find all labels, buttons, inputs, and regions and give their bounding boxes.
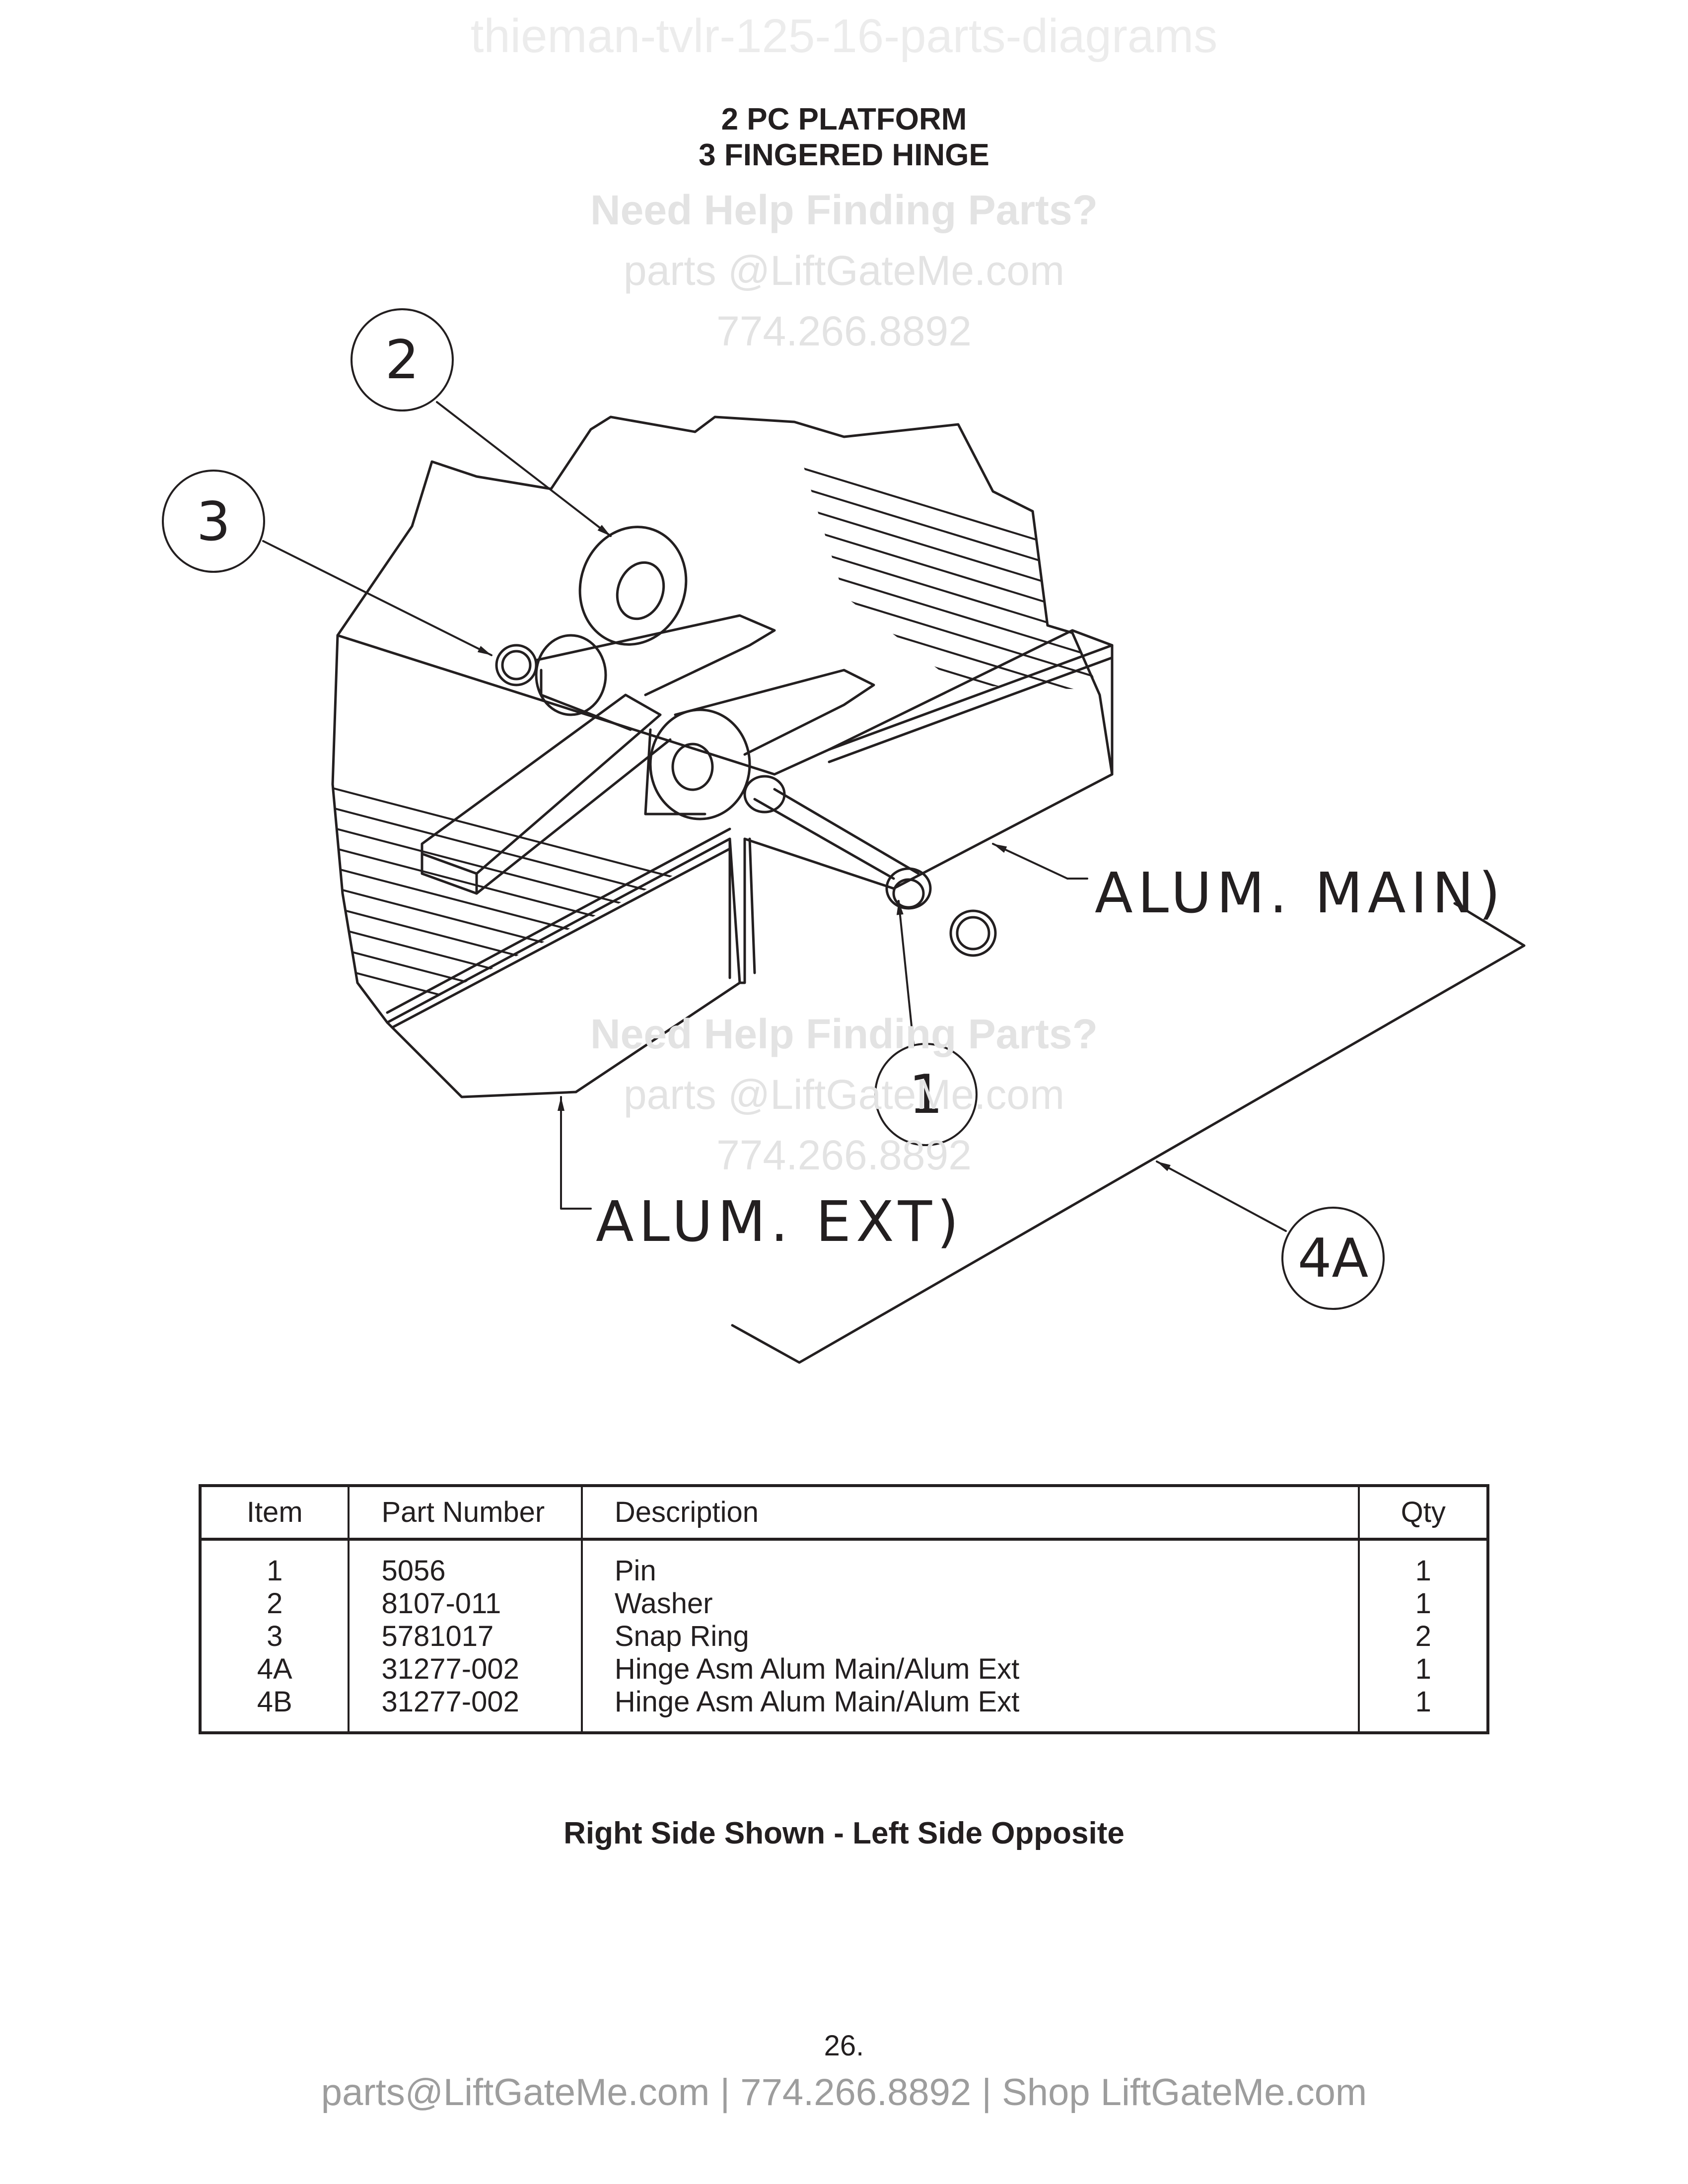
page-title: 2 PC PLATFORM 3 FINGERED HINGE bbox=[0, 102, 1688, 173]
watermark-help-top: Need Help Finding Parts? parts @LiftGate… bbox=[0, 180, 1688, 361]
assembly-bracket bbox=[731, 902, 1526, 1364]
table-spacer bbox=[200, 1539, 1488, 1555]
title-line-2: 3 FINGERED HINGE bbox=[699, 138, 989, 172]
alum-ext-label: ALUM. EXT) bbox=[558, 1096, 964, 1254]
hinge-knuckles bbox=[535, 634, 751, 820]
callout-3: 3 bbox=[162, 470, 492, 656]
table-row: 3 5781017 Snap Ring 2 bbox=[200, 1620, 1488, 1653]
footer-contact: parts@LiftGateMe.com | 774.266.8892 | Sh… bbox=[321, 2071, 1367, 2114]
cell-description: Snap Ring bbox=[581, 1620, 1360, 1653]
cell-item: 3 bbox=[200, 1620, 350, 1653]
watermark-top: thieman-tvlr-125-16-parts-diagrams bbox=[470, 9, 1218, 63]
cell-qty: 1 bbox=[1415, 1555, 1431, 1587]
table-row: 1 5056 Pin 1 bbox=[200, 1555, 1488, 1587]
watermark-help-phone: 774.266.8892 bbox=[716, 308, 972, 354]
alum-ext-text: ALUM. EXT) bbox=[596, 1190, 964, 1254]
cell-description: Hinge Asm Alum Main/Alum Ext bbox=[581, 1686, 1360, 1733]
pin bbox=[743, 775, 932, 910]
header-description: Description bbox=[581, 1486, 1360, 1541]
table-row: 2 8107-011 Washer 1 bbox=[200, 1587, 1488, 1620]
platform-outline bbox=[331, 415, 1114, 1098]
hinge-diagram: 2 3 1 4A ALUM. MAIN) ALUM. EXT) bbox=[162, 308, 1526, 1364]
header-item: Item bbox=[200, 1486, 350, 1541]
cell-description: Hinge Asm Alum Main/Alum Ext bbox=[581, 1653, 1360, 1686]
callout-2-label: 2 bbox=[385, 329, 420, 391]
watermark-help-email-2: parts @LiftGateMe.com bbox=[623, 1071, 1065, 1118]
washer bbox=[578, 526, 688, 646]
callout-4a: 4A bbox=[1156, 1160, 1385, 1310]
parts-table-header: Item Part Number Description Qty bbox=[200, 1486, 1488, 1541]
callout-3-label: 3 bbox=[197, 491, 231, 553]
cell-part-number: 5056 bbox=[349, 1555, 583, 1587]
alum-main-text: ALUM. MAIN) bbox=[1095, 861, 1505, 926]
alum-ext-beam bbox=[386, 827, 756, 1093]
cell-item: 4B bbox=[200, 1686, 350, 1733]
side-note: Right Side Shown - Left Side Opposite bbox=[563, 1816, 1125, 1850]
cell-qty: 1 bbox=[1415, 1587, 1431, 1620]
title-line-1: 2 PC PLATFORM bbox=[721, 102, 967, 136]
cell-part-number: 5781017 bbox=[349, 1620, 583, 1653]
table-row: 4A 31277-002 Hinge Asm Alum Main/Alum Ex… bbox=[200, 1653, 1488, 1686]
callout-1-label: 1 bbox=[909, 1064, 943, 1126]
watermark-help-email: parts @LiftGateMe.com bbox=[623, 247, 1065, 294]
cell-qty: 1 bbox=[1415, 1686, 1431, 1718]
parts-table: Item Part Number Description Qty 1 5056 … bbox=[199, 1484, 1489, 1734]
watermark-help-heading-2: Need Help Finding Parts? bbox=[590, 1011, 1098, 1057]
callout-2: 2 bbox=[351, 308, 612, 537]
cell-item: 4A bbox=[200, 1653, 350, 1686]
cell-part-number: 31277-002 bbox=[349, 1653, 583, 1686]
cell-description: Pin bbox=[581, 1555, 1360, 1587]
callout-1: 1 bbox=[874, 900, 978, 1146]
alum-main-beam bbox=[336, 629, 1114, 979]
cell-description: Washer bbox=[581, 1587, 1360, 1620]
header-qty: Qty bbox=[1359, 1486, 1488, 1541]
cell-part-number: 31277-002 bbox=[349, 1686, 583, 1733]
cell-item: 1 bbox=[200, 1555, 350, 1587]
header-part-number: Part Number bbox=[349, 1486, 583, 1541]
table-row: 4B 31277-002 Hinge Asm Alum Main/Alum Ex… bbox=[200, 1686, 1488, 1733]
cell-qty: 2 bbox=[1415, 1620, 1431, 1652]
callout-4a-label: 4A bbox=[1298, 1228, 1369, 1290]
page-number: 26. bbox=[824, 2030, 864, 2062]
alum-main-label: ALUM. MAIN) bbox=[992, 843, 1505, 926]
cell-qty: 1 bbox=[1415, 1653, 1431, 1685]
watermark-help-phone-2: 774.266.8892 bbox=[716, 1132, 972, 1178]
watermark-help-heading: Need Help Finding Parts? bbox=[590, 187, 1098, 233]
snap-rings bbox=[495, 644, 997, 957]
cell-item: 2 bbox=[200, 1587, 350, 1620]
watermark-help-middle: Need Help Finding Parts? parts @LiftGate… bbox=[0, 1004, 1688, 1185]
cell-part-number: 8107-011 bbox=[349, 1587, 583, 1620]
